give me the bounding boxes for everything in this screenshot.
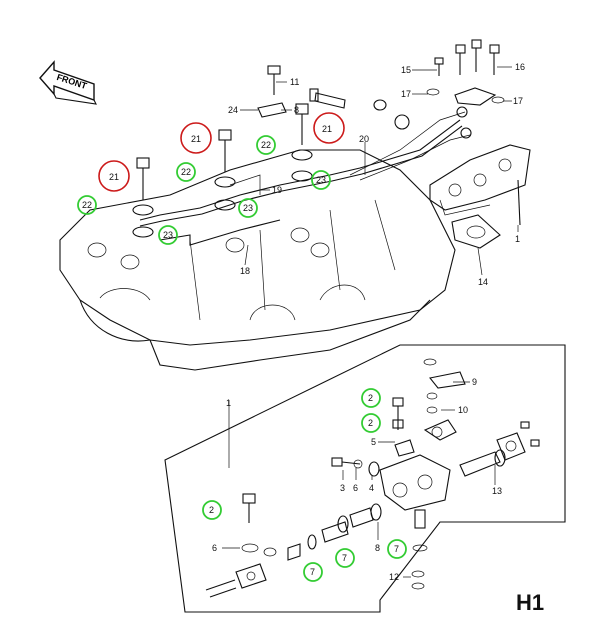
callout-6-b: 6 — [212, 543, 217, 553]
callout-5: 5 — [371, 437, 376, 447]
callout-21-b: 21 — [191, 134, 201, 144]
callout-7-b: 7 — [342, 553, 347, 563]
callout-2-c: 2 — [209, 505, 214, 515]
callout-8-box: 8 — [375, 543, 380, 553]
callout-18: 18 — [240, 266, 250, 276]
callout-17-b: 17 — [513, 96, 523, 106]
callout-11: 11 — [290, 77, 299, 87]
upper-bolts — [132, 65, 410, 238]
callout-16: 16 — [515, 62, 525, 72]
callout-12: 12 — [389, 572, 399, 582]
callout-7-c: 7 — [394, 544, 399, 554]
callout-13: 13 — [492, 486, 502, 496]
callout-17-a: 17 — [401, 89, 411, 99]
callout-1-box: 1 — [226, 398, 231, 408]
callout-23-c: 23 — [316, 175, 326, 185]
leader-lines — [222, 66, 519, 578]
callout-23-a: 23 — [163, 230, 173, 240]
callout-14: 14 — [478, 277, 488, 287]
callout-2-a: 2 — [368, 393, 373, 403]
callout-10: 10 — [458, 405, 468, 415]
callout-22-b: 22 — [181, 167, 191, 177]
oil-pipe-assembly — [139, 106, 472, 246]
callout-3: 3 — [340, 483, 345, 493]
callout-2-b: 2 — [368, 418, 373, 428]
callout-7-a: 7 — [310, 567, 315, 577]
callout-21-a: 21 — [109, 172, 119, 182]
front-arrow-icon: FRONT — [39, 60, 97, 105]
callout-4: 4 — [369, 483, 374, 493]
callout-24: 24 — [228, 105, 238, 115]
cylinder-head-housing — [59, 149, 456, 371]
page-code-label: H1 — [516, 590, 544, 615]
callout-15: 15 — [401, 65, 411, 75]
callout-20: 20 — [359, 134, 369, 144]
callout-21-c: 21 — [322, 124, 332, 134]
callout-9: 9 — [472, 377, 477, 387]
red-highlight-rings — [98, 112, 345, 192]
callout-6-a: 6 — [353, 483, 358, 493]
callouts: 15 16 17 17 11 24 8 20 19 18 1 14 21 21 … — [82, 62, 525, 582]
callout-22-a: 22 — [82, 200, 92, 210]
callout-22-c: 22 — [261, 140, 271, 150]
callout-8: 8 — [294, 105, 299, 115]
callout-1: 1 — [515, 234, 520, 244]
green-highlight-rings — [77, 135, 407, 582]
callout-19: 19 — [272, 185, 282, 195]
oil-pump-assembly — [426, 39, 531, 249]
pump-exploded-box — [164, 344, 566, 613]
callout-23-b: 23 — [243, 203, 253, 213]
